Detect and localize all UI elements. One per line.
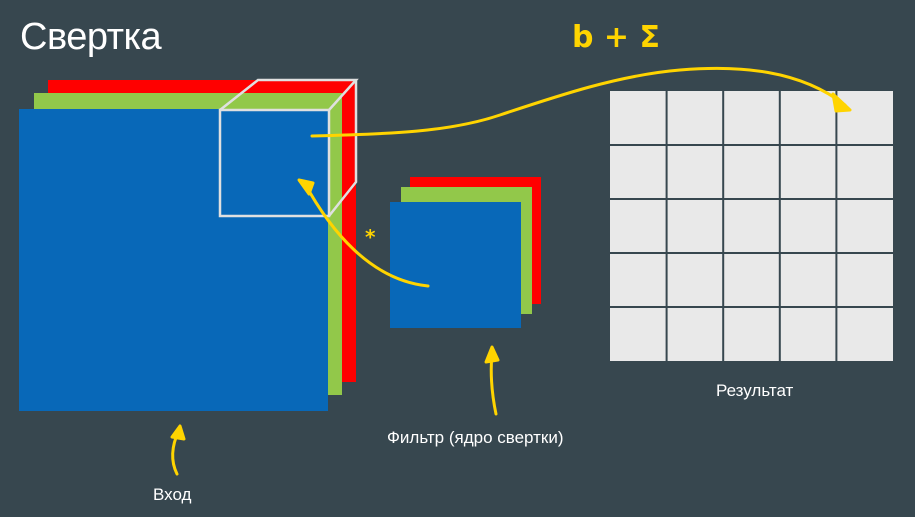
filter-kernel bbox=[390, 177, 541, 328]
input-label: Вход bbox=[153, 485, 192, 504]
multiply-annotation: * bbox=[365, 225, 376, 249]
slide-title: Свертка bbox=[20, 16, 162, 58]
receptive-field-cube bbox=[218, 78, 359, 218]
bias-sum-annotation: b + Σ bbox=[572, 20, 660, 55]
result-label: Результат bbox=[716, 381, 794, 400]
output-arrowhead bbox=[831, 92, 852, 113]
curve-to-output-arrow bbox=[310, 66, 847, 138]
input-channel-blue bbox=[19, 109, 328, 411]
pen-annotations bbox=[170, 66, 852, 476]
input-label-arrowhead bbox=[170, 424, 186, 441]
filter-label-arrowhead bbox=[484, 345, 500, 364]
filter-arrowhead bbox=[297, 178, 315, 196]
filter-channel-blue bbox=[390, 202, 521, 328]
filter-to-field-arrow bbox=[302, 180, 430, 288]
input-volume bbox=[19, 80, 356, 411]
result-grid bbox=[610, 91, 893, 361]
filter-label: Фильтр (ядро свертки) bbox=[387, 428, 564, 447]
